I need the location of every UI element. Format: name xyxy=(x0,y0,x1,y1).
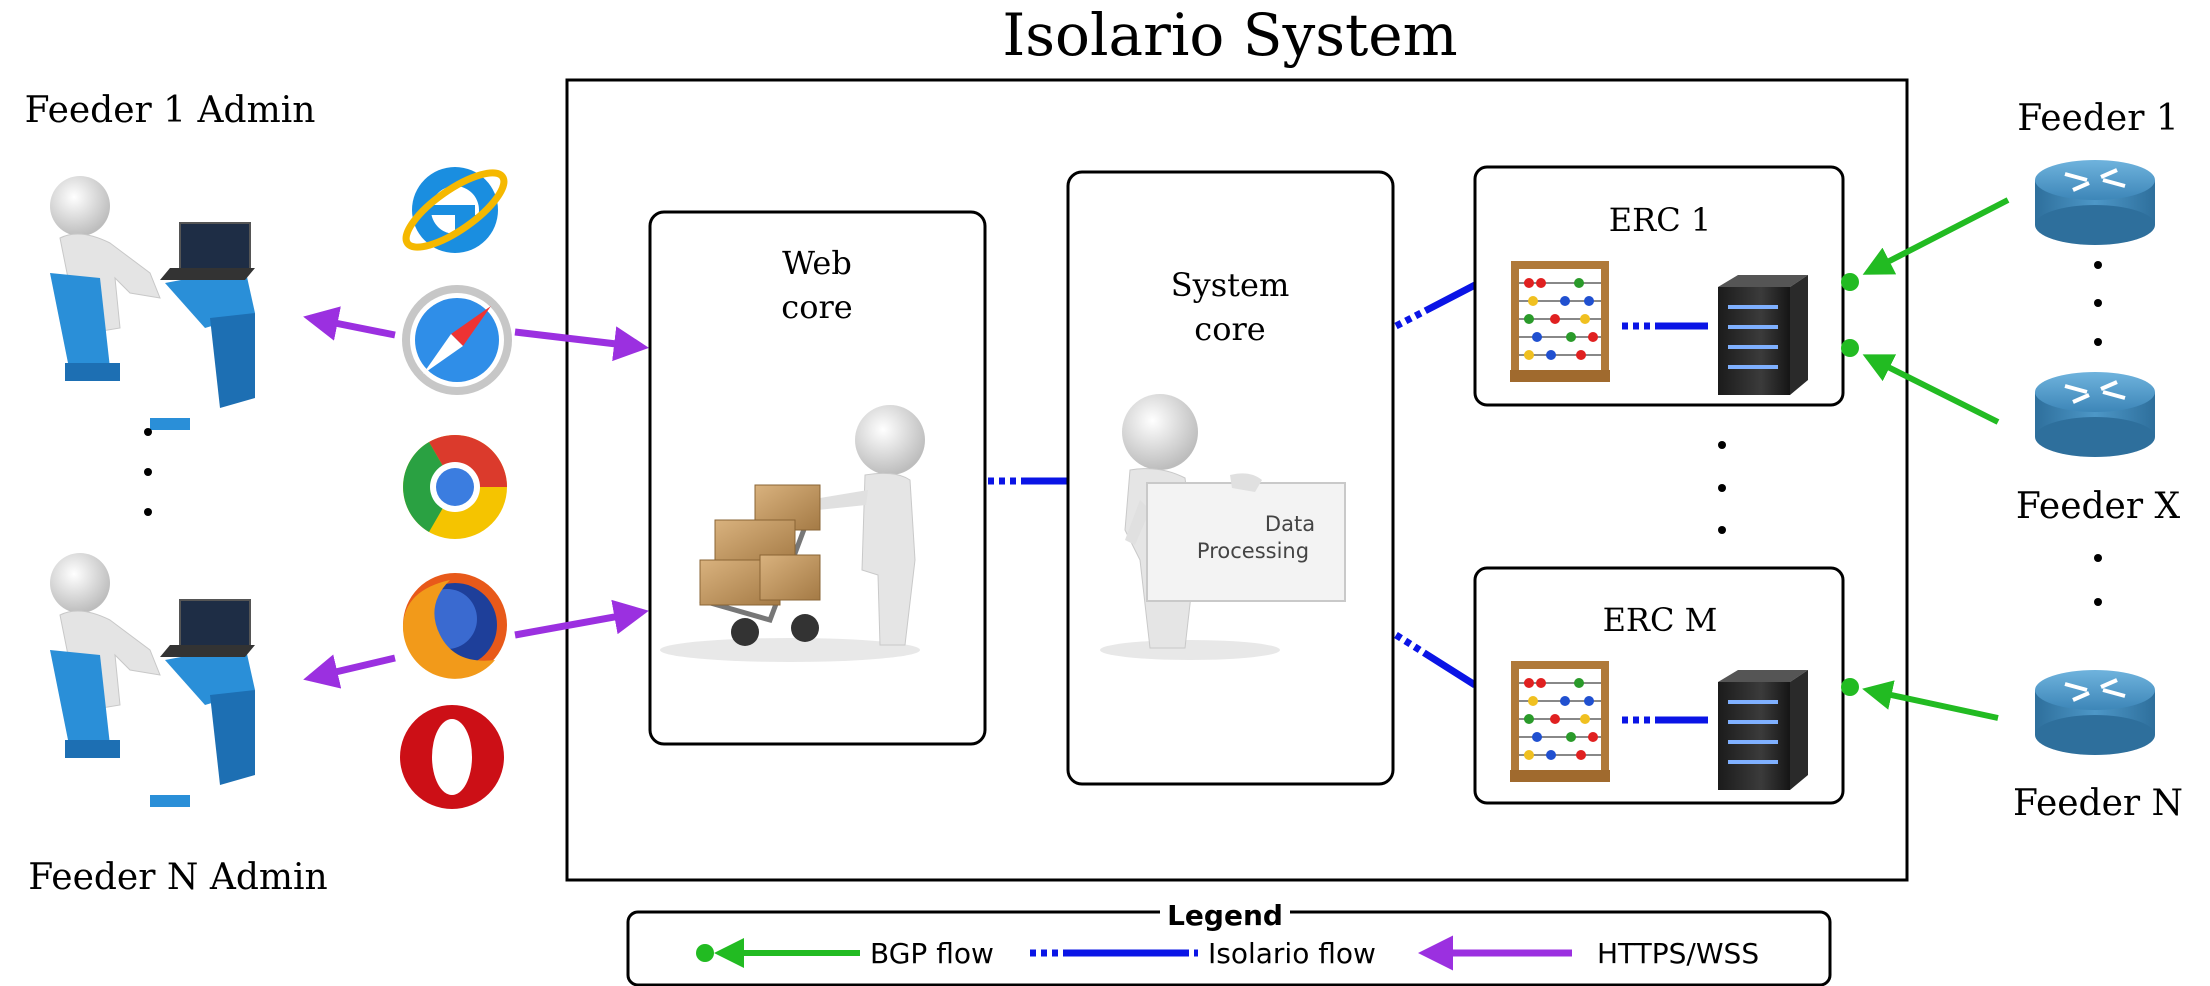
feeder-n-admin-label: Feeder N Admin xyxy=(28,857,327,898)
system-core-label-line2: core xyxy=(1194,310,1265,348)
bgp-arrow-feeder-n xyxy=(1862,680,1999,721)
legend-title: Legend xyxy=(1167,899,1283,932)
feeder-ellipsis-upper xyxy=(2094,261,2102,346)
internet-explorer-icon xyxy=(402,167,508,253)
web-core-label-line1: Web xyxy=(782,244,852,282)
feeder-n-label: Feeder N xyxy=(2013,783,2183,824)
isolario-flow-system-ercm xyxy=(1394,632,1477,688)
isolario-system-frame xyxy=(565,78,1909,882)
server-icon-erc1 xyxy=(1718,275,1808,395)
legend-bgp-label: BGP flow xyxy=(870,937,994,970)
feeder-1-admin-label: Feeder 1 Admin xyxy=(25,90,316,131)
firefox-icon xyxy=(402,573,507,679)
https-arrow-bottom-left xyxy=(303,654,396,689)
router-icon-feeder-x xyxy=(2035,372,2155,457)
web-core-label-line2: core xyxy=(781,288,852,326)
legend-https-label: HTTPS/WSS xyxy=(1597,937,1759,970)
safari-icon xyxy=(402,285,512,395)
admin-figure-1 xyxy=(50,176,255,430)
data-processing-text-line2: Processing xyxy=(1197,539,1309,563)
https-arrow-bottom-right xyxy=(514,599,649,639)
diagram-title: Isolario System xyxy=(1002,1,1457,69)
server-icon-ercm xyxy=(1718,670,1808,790)
erc-m-label: ERC M xyxy=(1603,601,1718,639)
feeder-ellipsis-lower xyxy=(2094,554,2102,606)
feeder-x-label: Feeder X xyxy=(2016,486,2181,527)
abacus-icon-ercm xyxy=(1510,661,1610,782)
abacus-icon-erc1 xyxy=(1510,261,1610,382)
isolario-flow-system-erc1 xyxy=(1394,281,1477,330)
router-icon-feeder-n xyxy=(2035,670,2155,755)
erc-ellipsis xyxy=(1718,441,1726,534)
feeder-1-label: Feeder 1 xyxy=(2017,98,2179,139)
bgp-endpoint-ercm xyxy=(1841,678,1859,696)
hand-truck-figure xyxy=(660,405,925,662)
data-processing-figure xyxy=(1100,394,1346,660)
router-icon-feeder-1 xyxy=(2035,160,2155,245)
bgp-endpoint-erc1-b xyxy=(1841,339,1859,357)
erc-1-label: ERC 1 xyxy=(1609,201,1711,239)
https-arrow-top-right xyxy=(514,326,649,362)
data-processing-sign xyxy=(1146,482,1346,602)
legend-bgp-dot xyxy=(696,944,714,962)
data-processing-text-line1: Data xyxy=(1265,512,1315,536)
admin-figure-n xyxy=(50,553,255,807)
bgp-endpoint-erc1-a xyxy=(1841,273,1859,291)
https-arrow-top-left xyxy=(303,306,396,341)
chrome-icon xyxy=(403,435,507,539)
legend-isolario-label: Isolario flow xyxy=(1208,937,1376,970)
bgp-arrow-feeder-x xyxy=(1862,354,2000,425)
system-core-label-line1: System xyxy=(1171,266,1290,304)
admin-ellipsis xyxy=(144,428,152,516)
opera-icon xyxy=(400,705,504,809)
bgp-arrow-feeder-1 xyxy=(1862,197,2010,275)
